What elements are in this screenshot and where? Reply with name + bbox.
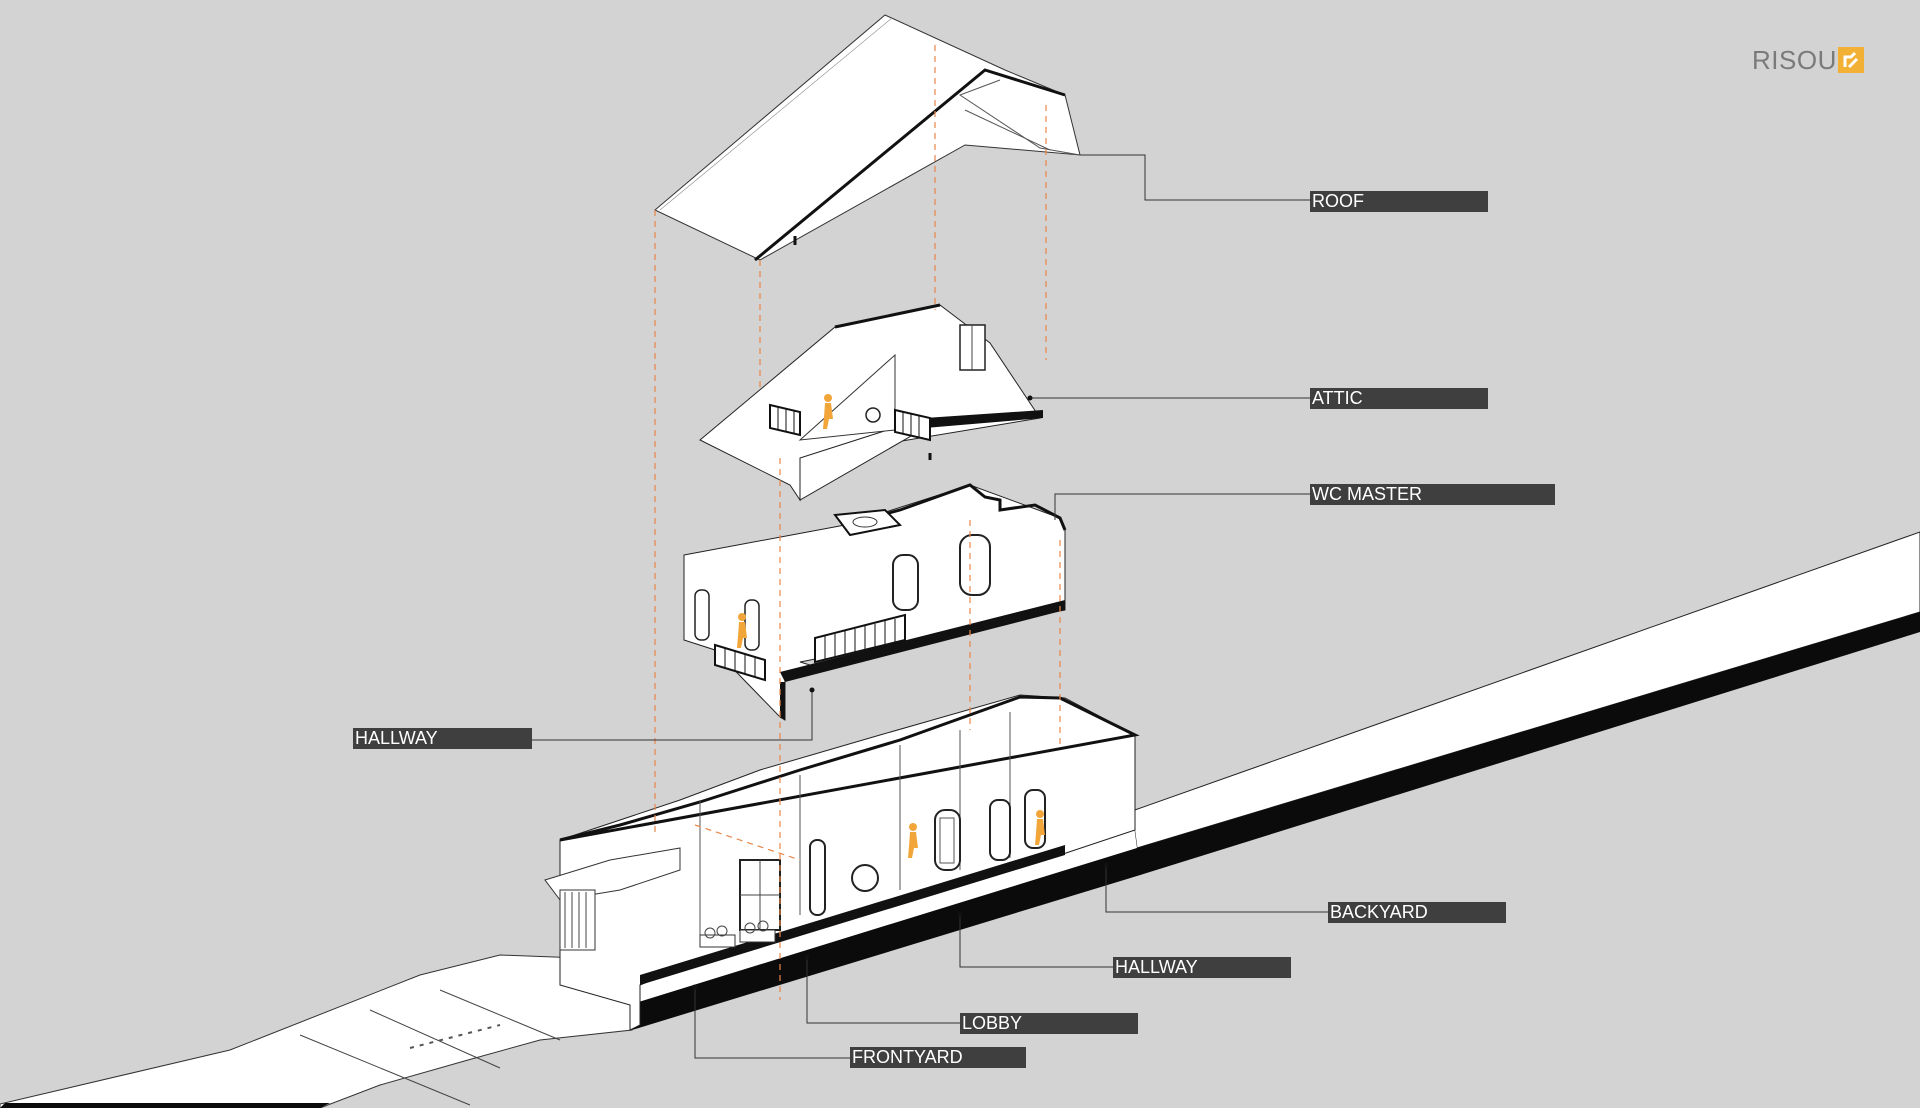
round-window	[865, 407, 881, 423]
arch-door	[959, 534, 991, 596]
ground-floor-block	[544, 694, 1140, 1031]
label-hallway-upper: HALLWAY	[353, 728, 532, 749]
balcony-railing	[769, 403, 801, 437]
street-joint	[369, 1009, 501, 1069]
balcony-railing	[714, 643, 766, 682]
round-window	[851, 864, 879, 892]
brand-logo: RISOU	[1752, 44, 1864, 76]
leader-lines	[530, 154, 1330, 1059]
roof-block	[654, 14, 1081, 262]
label-backyard: BACKYARD	[1328, 902, 1506, 923]
bathtub	[833, 508, 903, 537]
arch-opening	[892, 554, 919, 611]
human-figure-icon	[823, 394, 833, 429]
human-figure-icon	[1035, 810, 1045, 845]
planters	[699, 920, 776, 948]
projection-guides	[654, 45, 1061, 1000]
balcony-railing	[894, 408, 931, 442]
label-lobby: LOBBY	[960, 1013, 1138, 1034]
label-wc-master: WC MASTER	[1310, 484, 1555, 505]
street-joint	[299, 1034, 471, 1106]
label-roof: ROOF	[1310, 191, 1488, 212]
human-figure-icon	[908, 823, 918, 858]
leader-dots	[692, 395, 1109, 990]
human-figure-icon	[737, 613, 747, 648]
arch-door	[934, 809, 961, 871]
arch-door	[989, 799, 1011, 861]
second-floor-block	[683, 483, 1067, 721]
balcony-railing	[814, 613, 906, 664]
label-hallway-lower: HALLWAY	[1113, 957, 1291, 978]
front-gate	[559, 889, 596, 951]
label-attic: ATTIC	[1310, 388, 1488, 409]
brand-name: RISOU	[1752, 45, 1837, 75]
attic-block	[699, 303, 1043, 502]
label-frontyard: FRONTYARD	[850, 1047, 1026, 1068]
street-joint	[439, 989, 561, 1041]
arch-door	[809, 839, 826, 916]
risou-logo-mark-icon	[1837, 47, 1864, 73]
